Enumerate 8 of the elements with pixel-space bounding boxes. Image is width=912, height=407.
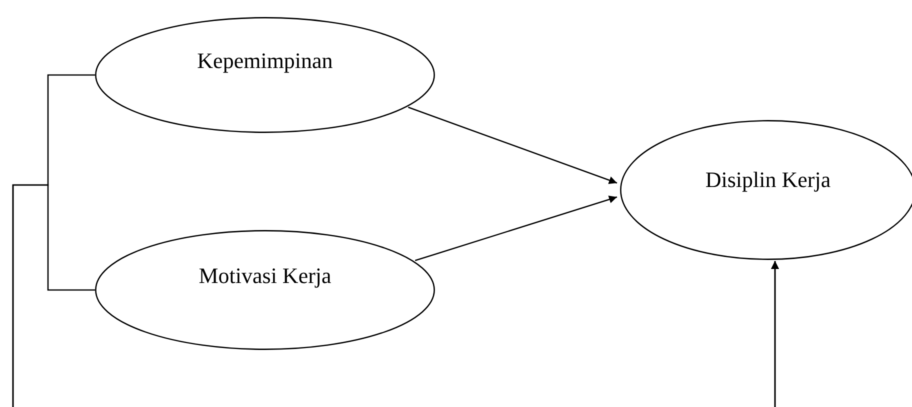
arrow [408,106,618,184]
ellipse-node [95,230,435,350]
node-label: Disiplin Kerja [705,167,831,193]
node-label: Kepemimpinan [197,48,333,74]
ellipse-node [95,17,435,133]
arrow [12,184,779,407]
node-label: Motivasi Kerja [198,263,332,289]
arrow [414,196,618,262]
